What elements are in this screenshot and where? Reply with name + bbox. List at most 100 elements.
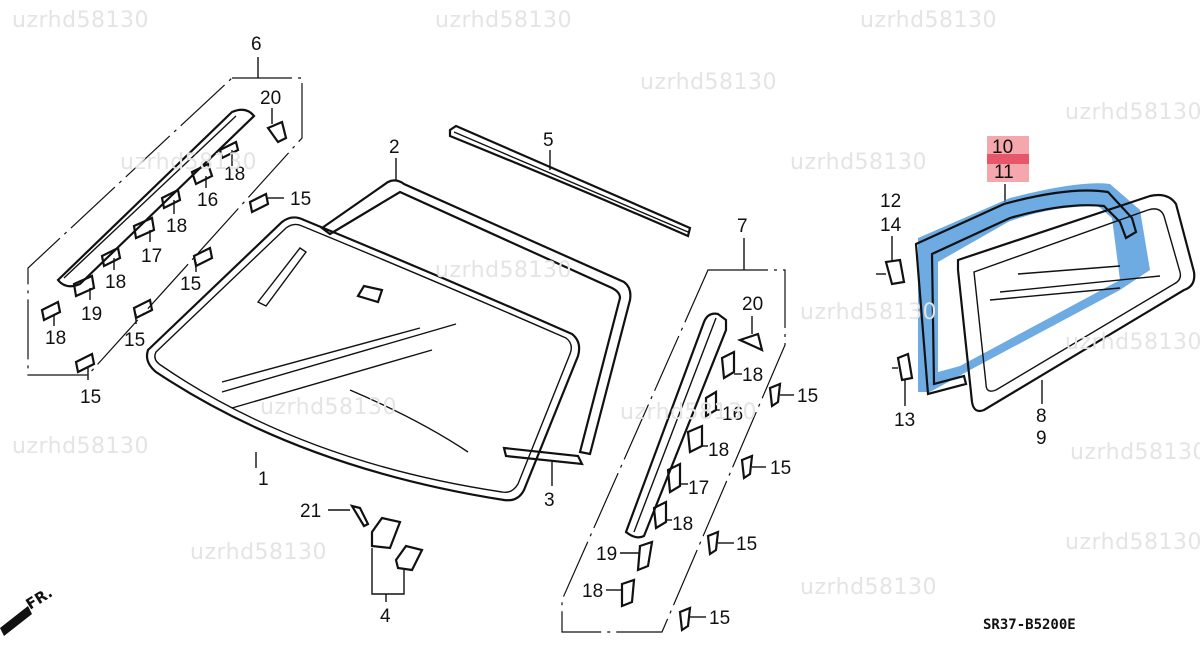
roof-molding: 5 [448,124,692,238]
label-quarter-molding-a: 10 [992,137,1013,158]
clip-18 [652,500,668,530]
clip-19 [636,540,654,572]
label-fastener-15: 15 [180,274,201,295]
diagram-code: SR37-B5200E [983,617,1076,633]
watermark: uzrhd58130 [800,300,938,325]
clip-19 [72,274,96,298]
watermark: uzrhd58130 [1065,330,1200,355]
watermark: uzrhd58130 [190,540,328,565]
watermark: uzrhd58130 [620,400,758,425]
label-clip-19: 19 [596,544,617,565]
label-clip-20: 20 [742,294,763,315]
label-clip-18: 18 [708,440,729,461]
label-clip-18: 18 [224,164,245,185]
watermark: uzrhd58130 [1070,440,1200,465]
label-roof-molding: 5 [543,130,554,151]
label-dam-upper: 2 [389,137,400,158]
part-highlight [918,183,1150,392]
label-quarter-molding-b: 11 [994,162,1014,183]
label-clip-20: 20 [260,88,281,109]
clip-18 [218,140,240,160]
label-windshield: 1 [258,469,269,490]
clip-a [370,516,402,550]
clip-20 [266,108,288,144]
group-boundary [561,269,786,633]
fastener-15 [768,382,782,408]
label-dam-lower: 3 [544,490,555,511]
label-fastener-15: 15 [124,330,145,351]
label-fastener-15: 15 [797,386,818,407]
watermark: uzrhd58130 [12,434,150,459]
clip-set-group: 21 4 [300,501,424,627]
label-highlight-band [987,154,1029,164]
label-fastener-15: 15 [80,387,101,408]
quarter-clip-upper [884,258,906,286]
clip-18 [160,188,182,210]
clip-20 [736,332,764,352]
label-right-molding: 7 [737,216,748,237]
label-quarter-clip-b: 13 [894,410,915,431]
clip-18 [40,300,62,322]
label-clip-18: 18 [582,581,603,602]
label-clip-19: 19 [81,304,102,325]
watermark: uzrhd58130 [860,8,998,33]
label-left-molding: 6 [251,34,262,55]
label-clip-18: 18 [166,216,187,237]
fastener-15 [678,606,692,632]
molding-inner-line [63,115,237,279]
clip-17 [666,462,682,494]
label-clip-set: 4 [380,606,391,627]
label-quarter-clip-c: 14 [880,215,902,236]
watermark: uzrhd58130 [800,575,938,600]
arrow-icon [0,606,32,636]
label-quarter-glass-b: 9 [1036,428,1047,449]
watermark: uzrhd58130 [260,395,398,420]
watermark: uzrhd58130 [1065,530,1200,555]
mirror-mount [356,284,384,304]
front-direction-indicator: FR. [0,583,56,636]
watermark: uzrhd58130 [435,258,573,283]
clip-18 [620,578,636,608]
fastener-15 [740,454,754,480]
dam-lower: 3 [502,446,584,511]
label-fastener-15: 15 [770,458,791,479]
right-molding-group: 7 20 18 15 16 18 15 17 18 15 19 18 [561,216,818,633]
clip-18 [686,424,704,454]
watermark: uzrhd58130 [120,150,258,175]
clip-16 [190,162,214,186]
label-clip-18: 18 [45,328,66,349]
label-clip-18: 18 [105,272,126,293]
quarter-molding [914,189,1138,396]
label-fastener-15: 15 [709,608,730,629]
clip-18 [720,350,736,380]
left-molding-group: 6 20 18 16 15 18 17 15 18 19 15 [27,34,311,408]
fastener-15 [248,192,270,214]
screw [349,504,370,528]
watermark: uzrhd58130 [12,8,150,33]
watermark: uzrhd58130 [1065,100,1200,125]
group-boundary [27,77,303,376]
label-clip-16: 16 [197,190,218,211]
label-screw: 21 [300,501,321,522]
clip-18 [100,246,122,268]
fastener-15 [706,530,720,556]
label-quarter-glass-a: 8 [1036,406,1047,427]
fastener-15 [74,352,96,374]
label-clip-18: 18 [742,365,763,386]
label-fastener-15: 15 [290,189,311,210]
left-molding-strip [56,108,256,288]
right-molding-strip [624,312,728,539]
label-quarter-clip-a: 12 [880,191,901,212]
label-clip-17: 17 [688,478,709,499]
clip-b [394,544,424,572]
group-bracket [371,548,405,595]
clip-17 [132,216,156,240]
label-fastener-15: 15 [736,534,757,555]
label-clip-17: 17 [141,246,162,267]
quarter-glass [956,193,1196,413]
watermark: uzrhd58130 [435,8,573,33]
quarter-clip-lower [896,352,914,382]
watermark: uzrhd58130 [640,70,778,95]
label-clip-18: 18 [672,514,693,535]
